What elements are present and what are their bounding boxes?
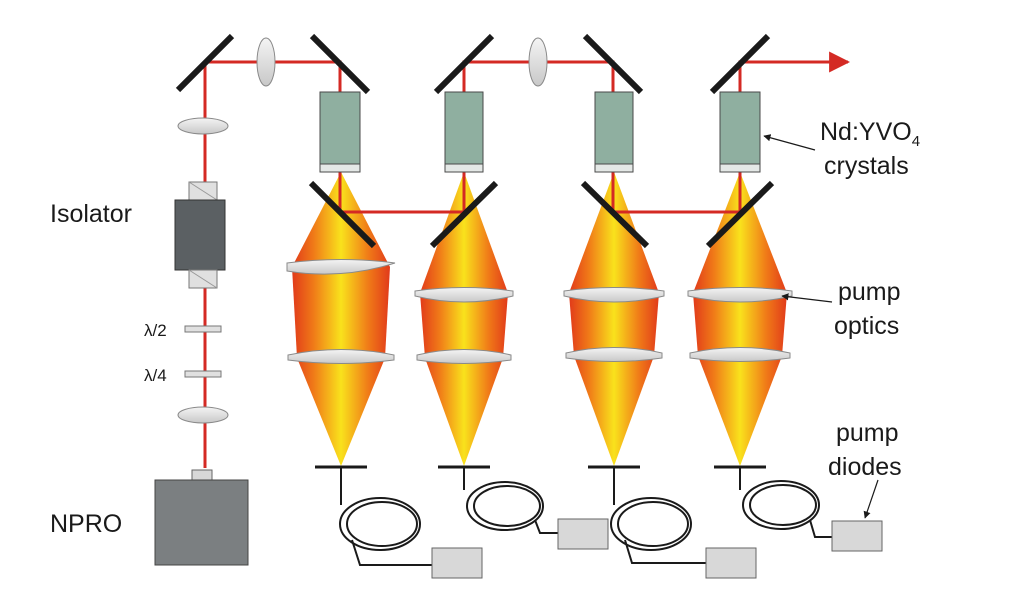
isolator xyxy=(174,181,226,289)
crystals-label-base: Nd:YVO xyxy=(820,118,912,146)
crystal-stage-4 xyxy=(719,91,761,173)
pump-lens-2b xyxy=(416,349,512,364)
fiber-coil-1 xyxy=(339,468,432,566)
npro-body xyxy=(154,479,249,566)
pump-lens-4a xyxy=(687,287,793,303)
mirrors xyxy=(175,33,775,249)
mirror-3 xyxy=(433,33,495,95)
dichroic-mirror-2 xyxy=(429,180,499,249)
dichroic-mirror-1 xyxy=(308,180,377,249)
crystals-label-line1: Nd:YVO4 xyxy=(820,118,920,150)
crystals-pointer xyxy=(763,134,816,151)
isolator-label: Isolator xyxy=(50,200,132,228)
lens-horizontal-2 xyxy=(528,37,548,87)
pump-lens-1a xyxy=(286,259,396,275)
crystals-label-subscript: 4 xyxy=(912,133,920,150)
lens-vertical-1 xyxy=(177,117,229,135)
pump-diodes-pointer xyxy=(863,479,879,519)
pump-diode-4 xyxy=(831,520,883,552)
pump-diodes-label-line2: diodes xyxy=(828,453,902,481)
pump-cones xyxy=(292,172,787,466)
pump-lens-1b xyxy=(287,349,395,364)
pump-diodes-label-line1: pump xyxy=(836,419,899,447)
pump-cone-stage-3 xyxy=(569,172,659,466)
pump-lens-3a xyxy=(563,287,665,303)
half-waveplate xyxy=(184,325,222,333)
half-wave-label: λ/2 xyxy=(144,321,167,340)
labels: Isolator NPRO λ/2 λ/4 Nd:YVO4 crystals p… xyxy=(50,118,920,538)
dichroic-mirror-3 xyxy=(580,180,650,249)
mirror-4 xyxy=(582,33,644,95)
pump-cone-stage-1 xyxy=(292,172,390,466)
dichroic-mirror-4 xyxy=(705,180,775,249)
crystal-stage-1 xyxy=(319,91,361,173)
mirror-5 xyxy=(709,33,771,95)
pump-diode-2 xyxy=(557,518,609,550)
mirror-1 xyxy=(175,33,235,93)
pump-optics-label-line1: pump xyxy=(838,278,901,306)
pump-lens-3b xyxy=(565,347,663,362)
seed-lenses xyxy=(177,37,548,424)
pump-optics-pointer xyxy=(781,293,833,303)
fiber-coil-2 xyxy=(463,468,560,534)
waveplates xyxy=(184,325,222,378)
mirror-2 xyxy=(309,33,371,95)
quarter-waveplate xyxy=(184,370,222,378)
pump-lenses xyxy=(286,259,793,364)
crystal-stage-2 xyxy=(444,91,484,173)
lens-vertical-2 xyxy=(177,406,229,424)
pump-lens-4b xyxy=(689,347,791,362)
pump-diode-3 xyxy=(705,547,757,579)
pump-cone-stage-4 xyxy=(693,172,787,466)
fibers xyxy=(339,468,832,566)
fiber-coil-3 xyxy=(610,468,706,564)
npro-label: NPRO xyxy=(50,510,122,538)
crystals-label-line2: crystals xyxy=(824,152,909,180)
npro-aperture xyxy=(191,469,213,481)
pump-diodes xyxy=(431,518,883,579)
isolator-body xyxy=(174,199,226,271)
quarter-wave-label: λ/4 xyxy=(144,366,167,385)
pump-diode-1 xyxy=(431,547,483,579)
crystals xyxy=(319,91,761,173)
pump-optics-label-line2: optics xyxy=(834,312,899,340)
fiber-coil-4 xyxy=(739,468,832,538)
pump-cone-stage-2 xyxy=(420,172,508,466)
lens-horizontal-1 xyxy=(256,37,276,87)
pump-lens-2a xyxy=(414,287,514,303)
crystal-stage-3 xyxy=(594,91,634,173)
npro-laser xyxy=(154,469,249,566)
annotation-arrows xyxy=(763,134,879,519)
